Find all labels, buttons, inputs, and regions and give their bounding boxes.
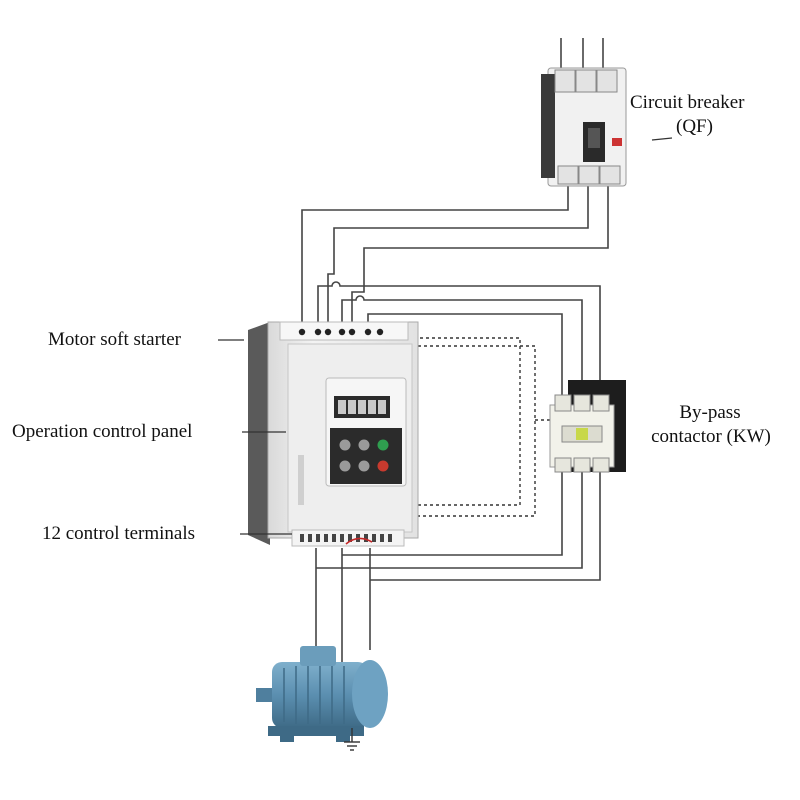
control-terminal bbox=[316, 534, 320, 542]
motor-terminal-box bbox=[300, 646, 336, 666]
control-terminal bbox=[332, 534, 336, 542]
key-grey-4 bbox=[358, 460, 370, 472]
control-terminal bbox=[308, 534, 312, 542]
wire-breaker-l3 bbox=[351, 180, 609, 333]
circuit-breaker-code: (QF) bbox=[676, 116, 713, 137]
wire-contactor-out-1 bbox=[342, 470, 563, 556]
terminal-extra bbox=[376, 328, 384, 336]
breaker-side bbox=[541, 74, 555, 178]
contactor-indicator bbox=[576, 428, 588, 440]
control-terminal bbox=[388, 534, 392, 542]
control-terminal bbox=[364, 534, 368, 542]
operation-control-panel bbox=[325, 377, 407, 487]
motor-shaft bbox=[256, 688, 276, 702]
circuit-breaker-label: Circuit breaker bbox=[630, 92, 745, 113]
key-grey-1 bbox=[339, 439, 351, 451]
control-terminal bbox=[380, 534, 384, 542]
contactor-top-terminal-3 bbox=[592, 394, 610, 412]
terminal-l3 bbox=[348, 328, 356, 336]
wire-contactor-out-2 bbox=[316, 470, 583, 569]
circuit-breaker bbox=[541, 67, 627, 187]
motor-base bbox=[268, 726, 364, 736]
key-grey-3 bbox=[339, 460, 351, 472]
ground-icon bbox=[344, 728, 360, 751]
motor-soft-starter bbox=[248, 321, 419, 547]
starter-side-panel bbox=[248, 322, 270, 545]
control-terminal bbox=[340, 534, 344, 542]
breaker-out-terminal-2 bbox=[578, 165, 600, 185]
motor-fins bbox=[283, 666, 345, 724]
bypass-contactor bbox=[549, 380, 626, 473]
terminal-l1 bbox=[298, 328, 306, 336]
contactor-bottom-terminal-3 bbox=[592, 457, 610, 473]
control-panel-label: Operation control panel bbox=[12, 421, 193, 442]
key-red-stop bbox=[377, 460, 389, 472]
starter-vent bbox=[298, 455, 304, 505]
breaker-out-terminal-3 bbox=[599, 165, 621, 185]
breaker-terminal-1 bbox=[554, 69, 576, 93]
control-terminal bbox=[300, 534, 304, 542]
soft-starter-label: Motor soft starter bbox=[48, 329, 181, 350]
motor-foot-2 bbox=[336, 734, 350, 742]
display-digits bbox=[338, 400, 386, 414]
contactor-top-terminal-2 bbox=[573, 394, 591, 412]
terminal-b1 bbox=[314, 328, 322, 336]
contactor-bottom-terminal-1 bbox=[554, 457, 572, 473]
digit-5 bbox=[378, 400, 386, 414]
wire-in-to-contactor-1 bbox=[317, 281, 601, 395]
wire-breaker-l1 bbox=[301, 180, 569, 333]
contactor-bottom-terminal-2 bbox=[573, 457, 591, 473]
power-wires bbox=[301, 38, 609, 665]
breaker-terminal-3 bbox=[596, 69, 618, 93]
terminal-b2 bbox=[338, 328, 346, 336]
terminal-l2 bbox=[324, 328, 332, 336]
motor-foot-1 bbox=[280, 734, 294, 742]
key-grey-2 bbox=[358, 439, 370, 451]
breaker-pointer bbox=[651, 137, 673, 141]
control-wire-1 bbox=[309, 337, 521, 530]
control-terminal bbox=[324, 534, 328, 542]
motor bbox=[256, 646, 388, 742]
digit-1 bbox=[338, 400, 346, 414]
digit-2 bbox=[348, 400, 356, 414]
digit-4 bbox=[368, 400, 376, 414]
control-terminal bbox=[372, 534, 376, 542]
wire-in-to-contactor-2 bbox=[341, 295, 583, 395]
motor-end-cap bbox=[352, 660, 388, 728]
breaker-test-button bbox=[612, 138, 622, 146]
digit-3 bbox=[358, 400, 366, 414]
breaker-terminal-2 bbox=[575, 69, 597, 93]
red-jumper-wire bbox=[345, 537, 373, 545]
key-green-run bbox=[377, 439, 389, 451]
terminal-b3 bbox=[364, 328, 372, 336]
contactor-top-terminal-1 bbox=[554, 394, 572, 412]
keypad bbox=[330, 428, 402, 484]
control-terminals-label: 12 control terminals bbox=[42, 523, 196, 544]
control-terminal bbox=[348, 534, 352, 542]
wire-breaker-l2 bbox=[327, 180, 589, 333]
bypass-contactor-label: By-pass bbox=[679, 402, 741, 423]
wire-contactor-out-3 bbox=[370, 470, 601, 581]
breaker-out-terminal-1 bbox=[557, 165, 579, 185]
breaker-handle-grip bbox=[588, 128, 600, 148]
bypass-contactor-code: contactor (KW) bbox=[651, 426, 771, 447]
